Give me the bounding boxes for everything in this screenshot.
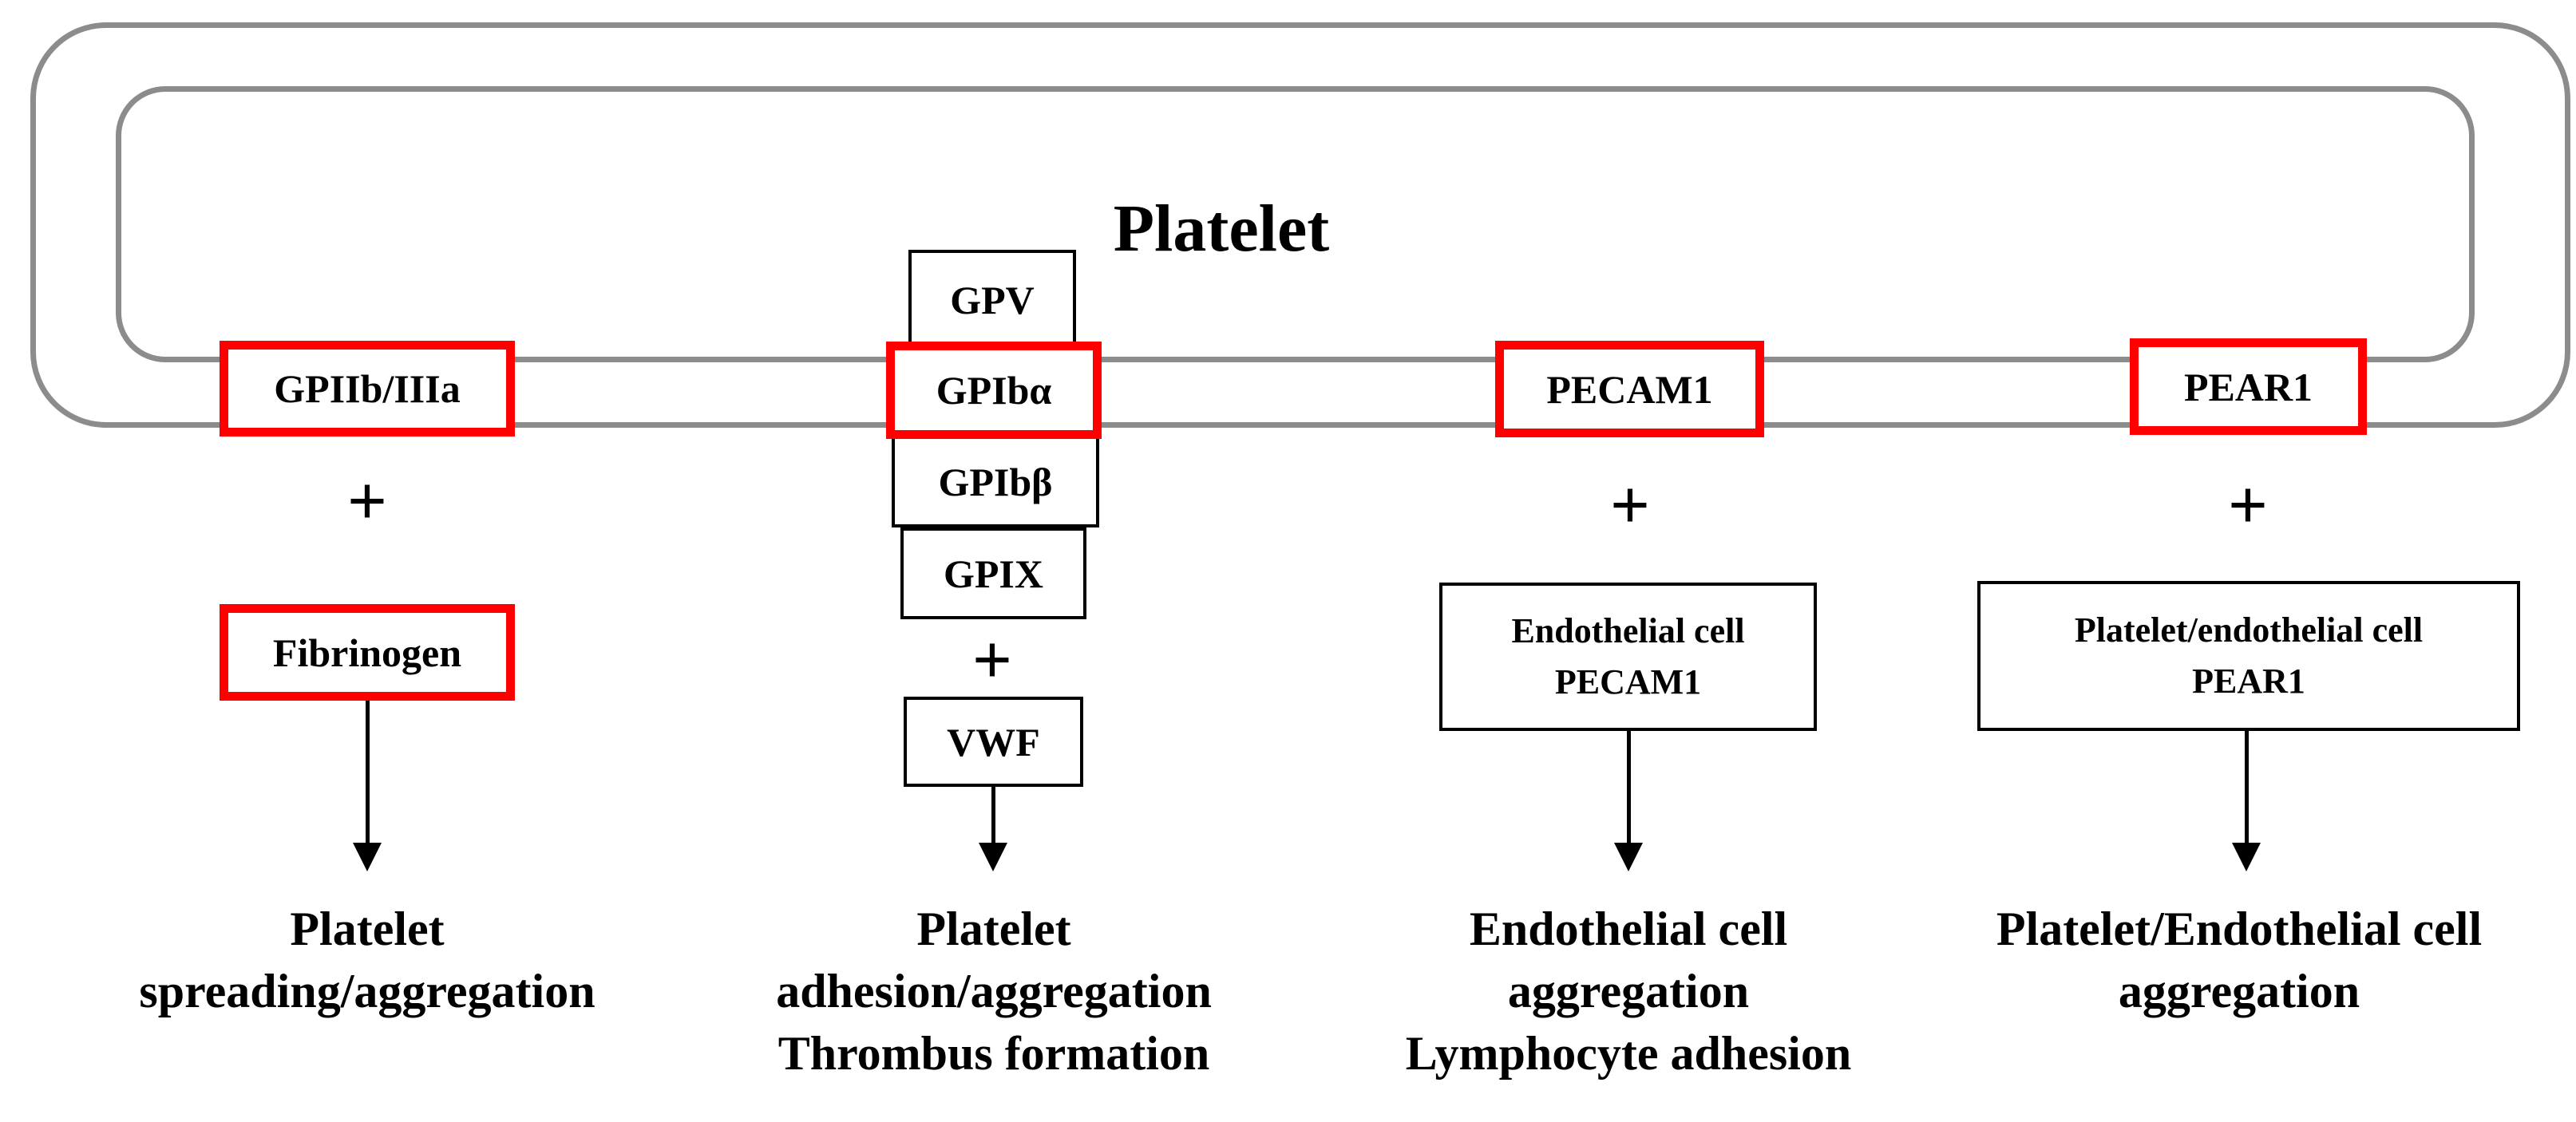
ligand-platelet-endothelial-pear1-line-2: PEAR1 — [2192, 662, 2305, 701]
receptor-pear1: PEAR1 — [2130, 338, 2367, 435]
receptor-gpix-label: GPIX — [944, 551, 1043, 596]
ligand-platelet-endothelial-pear1-line-1: Platelet/endothelial cell — [2074, 610, 2424, 650]
ligand-endothelial-pecam1-line-1: Endothelial cell — [1511, 611, 1745, 650]
ligand-endothelial-pecam1: Endothelial cell PECAM1 — [1439, 583, 1817, 731]
ligand-vwf: VWF — [904, 697, 1083, 787]
arrow-gpib-line — [991, 787, 995, 844]
arrow-gpiib-iiia-head — [353, 843, 382, 871]
plus-sign-pecam1: + — [1609, 467, 1651, 544]
outcome-pecam1-line-2: aggregation — [1507, 965, 1750, 1017]
receptor-gpib-beta-label: GPIbβ — [938, 459, 1053, 504]
arrow-gpib-head — [979, 843, 1007, 871]
outcome-pecam1-line-3: Lymphocyte adhesion — [1405, 1027, 1852, 1080]
outcome-gpiib-iiia-line-1: Platelet — [290, 903, 445, 955]
outcome-pecam1: Endothelial cell aggregation Lymphocyte … — [1341, 898, 1916, 1084]
receptor-gpib-alpha-label: GPIbα — [936, 368, 1052, 413]
plus-sign-gpiib-iiia: + — [346, 463, 388, 540]
receptor-pecam1-label: PECAM1 — [1546, 366, 1713, 412]
ligand-fibrinogen-label: Fibrinogen — [272, 630, 462, 675]
outcome-gpib-line-2: adhesion/aggregation — [776, 965, 1212, 1017]
receptor-gpib-alpha: GPIbα — [886, 342, 1102, 439]
arrow-pecam1-line — [1627, 731, 1631, 844]
receptor-gpv: GPV — [908, 250, 1076, 350]
arrow-pear1-line — [2245, 731, 2249, 844]
outcome-pear1-line-1: Platelet/Endothelial cell — [1996, 903, 2483, 955]
ligand-vwf-label: VWF — [947, 719, 1040, 764]
arrow-pecam1-head — [1614, 843, 1643, 871]
outcome-gpiib-iiia-line-2: spreading/aggregation — [139, 965, 596, 1017]
arrow-gpiib-iiia-line — [366, 701, 370, 844]
platelet-title: Platelet — [1113, 192, 1330, 266]
receptor-gpv-label: GPV — [950, 278, 1035, 322]
platelet-inner-membrane — [116, 86, 2475, 362]
arrow-pear1-head — [2232, 843, 2261, 871]
platelet-outer-membrane — [30, 22, 2570, 428]
receptor-gpiib-iiia: GPIIb/IIIa — [220, 341, 515, 437]
receptor-gpiib-iiia-label: GPIIb/IIIa — [274, 366, 461, 411]
outcome-pecam1-line-1: Endothelial cell — [1469, 903, 1788, 955]
outcome-gpib: Platelet adhesion/aggregation Thrombus f… — [702, 898, 1285, 1084]
outcome-gpiib-iiia: Platelet spreading/aggregation — [80, 898, 655, 1022]
plus-sign-pear1: + — [2227, 467, 2269, 544]
receptor-pear1-label: PEAR1 — [2183, 364, 2313, 409]
outcome-pear1: Platelet/Endothelial cell aggregation — [1908, 898, 2570, 1022]
receptor-pecam1: PECAM1 — [1495, 341, 1764, 437]
plus-sign-gpib: + — [971, 622, 1013, 699]
outcome-gpib-line-1: Platelet — [916, 903, 1071, 955]
ligand-platelet-endothelial-pear1: Platelet/endothelial cell PEAR1 — [1977, 581, 2520, 731]
outcome-pear1-line-2: aggregation — [2118, 965, 2360, 1017]
receptor-gpib-beta: GPIbβ — [892, 436, 1099, 527]
outcome-gpib-line-3: Thrombus formation — [778, 1027, 1210, 1080]
ligand-fibrinogen: Fibrinogen — [220, 604, 515, 701]
receptor-gpix: GPIX — [900, 527, 1086, 619]
ligand-endothelial-pecam1-line-2: PECAM1 — [1554, 662, 1702, 701]
